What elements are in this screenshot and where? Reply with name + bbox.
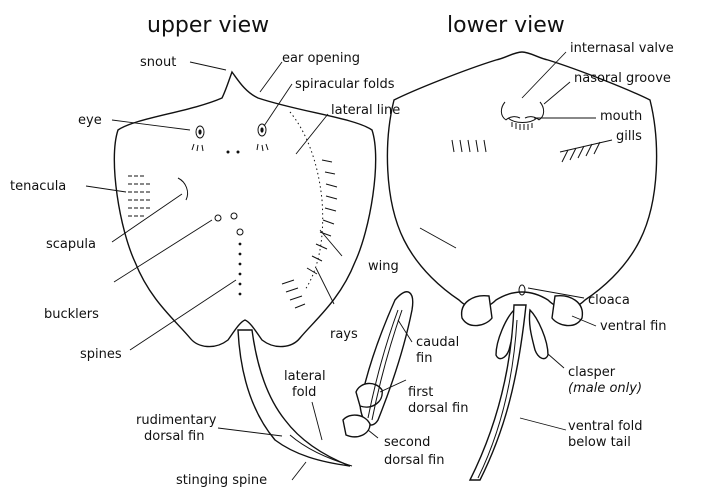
label-lateral-line: lateral line [331, 103, 400, 118]
upper-second-dorsal-fin [343, 415, 370, 437]
label-cloaca: cloaca [588, 293, 630, 308]
label-rudimentary-line2: dorsal fin [144, 429, 204, 444]
label-ear-opening: ear opening [282, 51, 360, 66]
label-caudal-fin-line2: fin [416, 351, 432, 366]
upper-ear-opening-left [227, 151, 230, 154]
label-lateral-fold-line2: fold [292, 385, 316, 400]
label-lateral-fold-line1: lateral [284, 369, 326, 384]
label-rudimentary-line1: rudimentary [136, 413, 217, 428]
title-upper-view: upper view [147, 13, 269, 38]
label-internasal-valve: internasal valve [570, 41, 674, 56]
label-scapula: scapula [46, 237, 96, 252]
label-spines: spines [80, 347, 122, 362]
label-ventral-fin: ventral fin [600, 319, 667, 334]
label-gills: gills [616, 129, 642, 144]
label-bucklers: bucklers [44, 307, 99, 322]
label-first-dorsal-line1: first [408, 385, 433, 400]
label-wing: wing [368, 259, 399, 274]
lower-tail [470, 305, 526, 480]
label-snout: snout [140, 55, 176, 70]
lower-clasper-right [529, 310, 548, 359]
label-mouth: mouth [600, 109, 642, 124]
label-spiracular-folds: spiracular folds [295, 77, 395, 92]
label-rays: rays [330, 327, 358, 342]
label-ventral-fold-line1: ventral fold [568, 419, 642, 434]
label-first-dorsal-line2: dorsal fin [408, 401, 468, 416]
label-stinging-spine: stinging spine [176, 473, 267, 488]
label-second-dorsal-line1: second [384, 435, 430, 450]
label-tenacula: tenacula [10, 179, 66, 194]
title-lower-view: lower view [447, 13, 565, 38]
label-second-dorsal-line2: dorsal fin [384, 453, 444, 468]
label-clasper: clasper [568, 365, 616, 380]
label-male-only: (male only) [568, 381, 642, 396]
label-ventral-fold-line2: below tail [568, 435, 631, 450]
label-eye: eye [78, 113, 102, 128]
label-nasoral-groove: nasoral groove [574, 71, 671, 86]
upper-ear-opening-right [237, 151, 240, 154]
lower-disc-outline [387, 52, 656, 308]
label-caudal-fin-line1: caudal [416, 335, 459, 350]
